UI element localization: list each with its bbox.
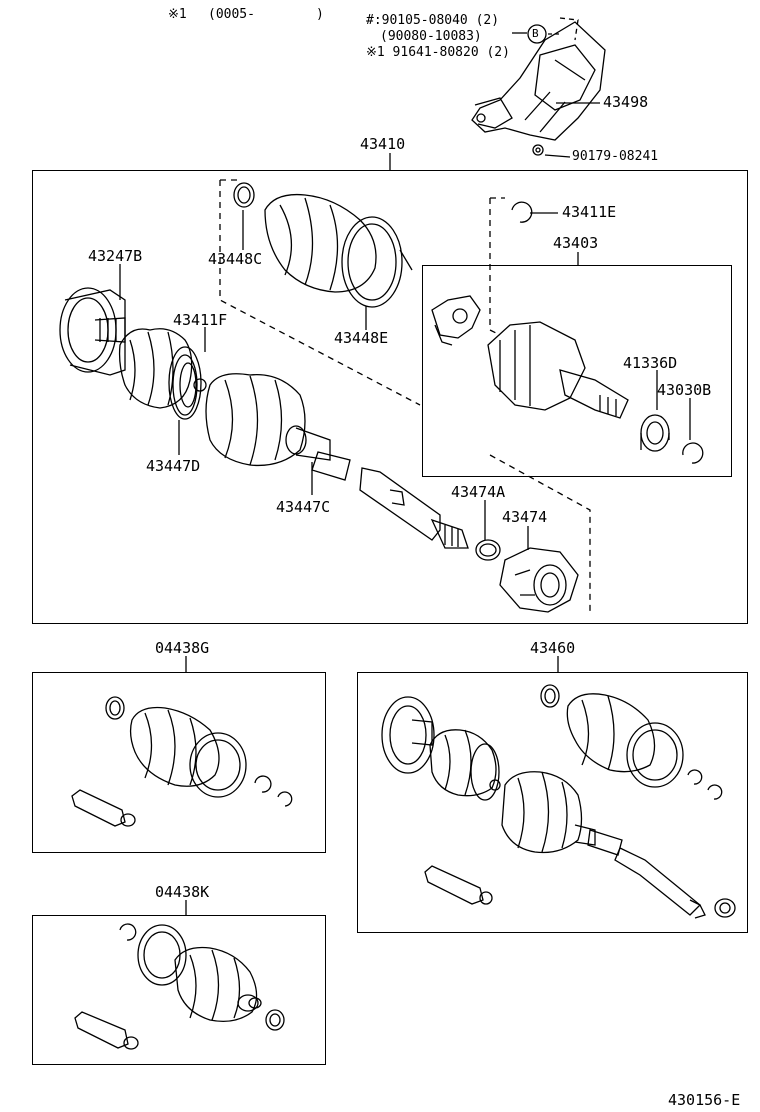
tripod-joint-43403-drawing: [431, 295, 629, 419]
band-43411F-drawing: [168, 346, 202, 420]
note-date: (0005-: [208, 7, 255, 22]
label-43460[interactable]: 43460: [530, 639, 576, 657]
label-43474[interactable]: 43474: [502, 508, 548, 526]
diagram-id: 430156-E: [668, 1091, 741, 1109]
assembly-43460-drawing: [381, 684, 736, 919]
label-43410[interactable]: 43410: [360, 135, 406, 153]
kit-04438G-drawing: [71, 696, 293, 827]
label-41336D[interactable]: 41336D: [623, 354, 678, 372]
label-43447C[interactable]: 43447C: [276, 498, 331, 516]
label-43411F[interactable]: 43411F: [173, 311, 228, 329]
bracket-43498-drawing: [471, 21, 606, 156]
kit-04438K-frame: [32, 915, 326, 1065]
label-43403[interactable]: 43403: [553, 234, 599, 252]
snap-ring-43030B-drawing: [682, 442, 704, 464]
label-04438K[interactable]: 04438K: [155, 883, 210, 901]
label-43448E[interactable]: 43448E: [334, 329, 389, 347]
ref-line-3: ※1 91641-80820 (2): [366, 45, 510, 60]
kit-04438K-drawing: [74, 923, 285, 1050]
seal-41336D-drawing: [640, 414, 670, 452]
assembly-43460-frame: [357, 672, 748, 933]
note-close: ): [316, 7, 324, 22]
label-43448C[interactable]: 43448C: [208, 250, 263, 268]
label-90179-08241[interactable]: 90179-08241: [572, 149, 659, 164]
ref-line-2: (90080-10083): [380, 29, 482, 44]
boot-43447C-drawing: [205, 373, 351, 481]
label-43247B[interactable]: 43247B: [88, 247, 143, 265]
ref-circle-b: B: [532, 27, 539, 40]
kit-04438G-frame: [32, 672, 326, 853]
label-04438G[interactable]: 04438G: [155, 639, 210, 657]
boot-43447D-drawing: [118, 328, 207, 416]
clip-43411E-drawing: [511, 201, 533, 223]
inner-joint-43474-drawing: [475, 539, 579, 613]
label-43030B[interactable]: 43030B: [657, 381, 712, 399]
main-assembly-frame: [32, 170, 748, 624]
label-43474A[interactable]: 43474A: [451, 483, 506, 501]
label-43411E[interactable]: 43411E: [562, 203, 617, 221]
note-symbol: ※1: [168, 7, 187, 22]
label-43498[interactable]: 43498: [603, 93, 649, 111]
label-43447D[interactable]: 43447D: [146, 457, 201, 475]
shaft-drawing: [359, 467, 469, 549]
subassembly-43403-frame: [422, 265, 732, 477]
outer-joint-drawing: [59, 287, 126, 376]
inner-boot-43448C-drawing: [233, 182, 413, 308]
ref-line-1: #:90105-08040 (2): [366, 13, 500, 28]
